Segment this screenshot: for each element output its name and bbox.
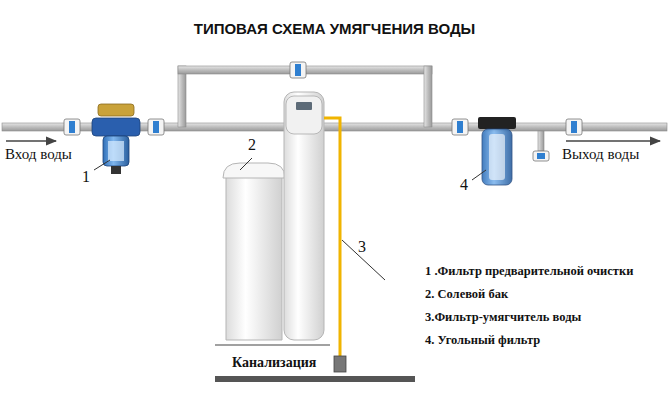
leader-lines	[94, 158, 486, 280]
floor-line	[215, 344, 330, 345]
legend-note: 1 .Фильтр предварительной очистки	[425, 264, 633, 278]
inlet-arrow	[6, 140, 56, 141]
sewer-strip	[215, 376, 415, 382]
sewer-label: Канализация	[232, 355, 316, 371]
legend-note: 4. Угольный фильтр	[425, 333, 540, 347]
outlet-tap	[533, 131, 549, 161]
callout-number: 1	[82, 168, 90, 186]
prefilter	[92, 104, 140, 174]
diagram-title: ТИПОВАЯ СХЕМА УМЯГЧЕНИЯ ВОДЫ	[0, 20, 669, 37]
legend-note: 3.Фильтр-умягчитель воды	[425, 310, 581, 324]
callout-number: 3	[358, 238, 366, 256]
softener-column	[284, 92, 324, 340]
legend-note: 2. Солевой бак	[425, 287, 508, 301]
flow-label: Вход воды	[5, 146, 72, 163]
drain-hose	[324, 118, 346, 372]
outlet-arrow	[566, 140, 660, 141]
callout-number: 4	[460, 176, 468, 194]
salt-tank	[223, 163, 285, 340]
carbon-filter	[478, 117, 516, 185]
callout-number: 2	[248, 136, 256, 154]
flow-label: Выход воды	[562, 146, 639, 163]
